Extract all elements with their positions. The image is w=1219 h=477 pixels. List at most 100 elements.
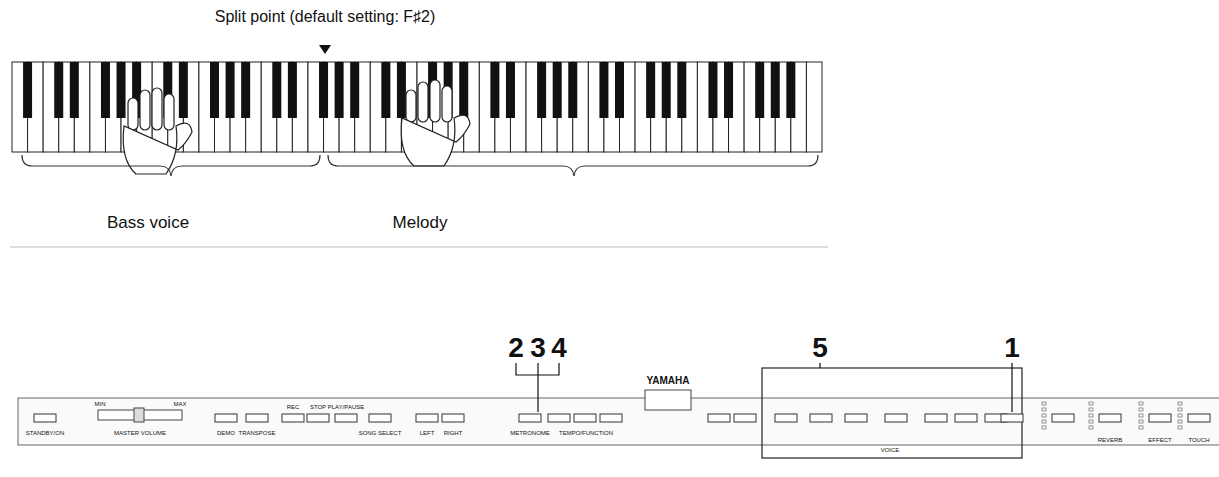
indicator-lamp: [1042, 414, 1046, 417]
finger: [128, 98, 138, 130]
black-key: [599, 62, 608, 118]
indicator-lamp: [1139, 420, 1143, 423]
hand: [123, 88, 192, 174]
panel-label: STOP: [310, 404, 326, 410]
indicator-lamp: [1089, 414, 1093, 417]
panel-button: [1099, 414, 1121, 422]
white-key: [806, 62, 822, 152]
black-key: [241, 62, 250, 118]
panel-button: [282, 414, 304, 422]
panel-button: [1001, 414, 1023, 422]
panel-label: MIN: [95, 401, 106, 407]
hand: [401, 80, 470, 166]
panel-button: [215, 414, 237, 422]
black-key: [288, 62, 297, 118]
brand-logo: YAMAHA: [647, 376, 690, 386]
range-label: Bass voice: [107, 214, 189, 231]
leader-line: [1011, 363, 1012, 412]
indicator-lamp: [1178, 420, 1182, 423]
indicator-lamp: [1178, 402, 1182, 405]
panel-label: VOICE: [881, 447, 900, 453]
panel-button: [885, 414, 907, 422]
hands: [123, 80, 470, 174]
black-key: [459, 62, 468, 118]
split-point-label: Split point (default setting: F♯2): [215, 9, 436, 25]
black-key: [70, 62, 79, 118]
divider-line: [10, 247, 828, 248]
black-key: [319, 62, 328, 118]
panel-label: RIGHT: [444, 430, 463, 436]
panel-label: STANDBY/ON: [26, 430, 65, 436]
finger: [430, 80, 440, 122]
indicator-lamp: [1042, 420, 1046, 423]
black-key: [677, 62, 686, 118]
range-label: Melody: [393, 214, 448, 231]
black-key: [646, 62, 655, 118]
panel-label: DEMO: [217, 430, 235, 436]
black-key: [210, 62, 219, 118]
panel-buttons: [34, 402, 1210, 429]
panel-button: [600, 414, 622, 422]
panel-label: PLAY/PAUSE: [328, 404, 364, 410]
callout-number: 3: [530, 334, 546, 362]
voice-section-box: [762, 368, 1022, 458]
panel-button: [369, 414, 391, 422]
black-key: [506, 62, 515, 118]
black-key: [537, 62, 546, 118]
panel-button: [810, 414, 832, 422]
panel-button: [708, 414, 730, 422]
panel-label: METRONOME: [510, 430, 550, 436]
range-bracket: [328, 155, 818, 176]
panel-button: [548, 414, 570, 422]
black-key: [397, 62, 406, 118]
callout-number: 5: [812, 334, 828, 362]
leader-line: [819, 363, 820, 368]
panel-label: SONG SELECT: [359, 430, 402, 436]
panel-label: REVERB: [1098, 437, 1123, 443]
black-key: [350, 62, 359, 118]
finger: [164, 94, 174, 130]
control-panel: [18, 398, 1219, 445]
indicator-lamp: [1089, 420, 1093, 423]
indicator-lamp: [1139, 408, 1143, 411]
indicator-lamp: [1042, 408, 1046, 411]
range-bracket: [22, 155, 320, 176]
indicator-lamp: [1089, 402, 1093, 405]
indicator-lamp: [1178, 408, 1182, 411]
panel-button: [246, 414, 268, 422]
panel-button: [955, 414, 977, 422]
indicator-lamp: [1178, 414, 1182, 417]
black-key: [381, 62, 390, 118]
panel-button: [925, 414, 947, 422]
black-key: [724, 62, 733, 118]
black-key: [54, 62, 63, 118]
indicator-lamp: [1139, 426, 1143, 429]
black-key: [786, 62, 795, 118]
panel-button: [416, 414, 438, 422]
indicator-lamp: [1139, 414, 1143, 417]
callout-number: 4: [551, 334, 567, 362]
black-key: [117, 62, 126, 118]
panel-button: [775, 414, 797, 422]
black-key: [708, 62, 717, 118]
panel-label: MAX: [173, 401, 186, 407]
black-key: [23, 62, 32, 118]
callout-number: 1: [1004, 334, 1020, 362]
slider-knob: [134, 408, 144, 422]
finger: [418, 82, 428, 122]
panel-button: [519, 414, 541, 422]
panel-button: [734, 414, 756, 422]
black-key: [662, 62, 671, 118]
black-key: [101, 62, 110, 118]
panel-label: REC: [287, 404, 300, 410]
panel-label: EFFECT: [1148, 437, 1171, 443]
black-key: [755, 62, 764, 118]
black-key: [615, 62, 624, 118]
panel-button: [574, 414, 596, 422]
finger: [140, 90, 150, 130]
panel-button: [34, 414, 56, 422]
finger: [152, 88, 162, 130]
panel-button: [307, 414, 329, 422]
panel-label: LEFT: [420, 430, 435, 436]
panel-button: [1149, 414, 1171, 422]
